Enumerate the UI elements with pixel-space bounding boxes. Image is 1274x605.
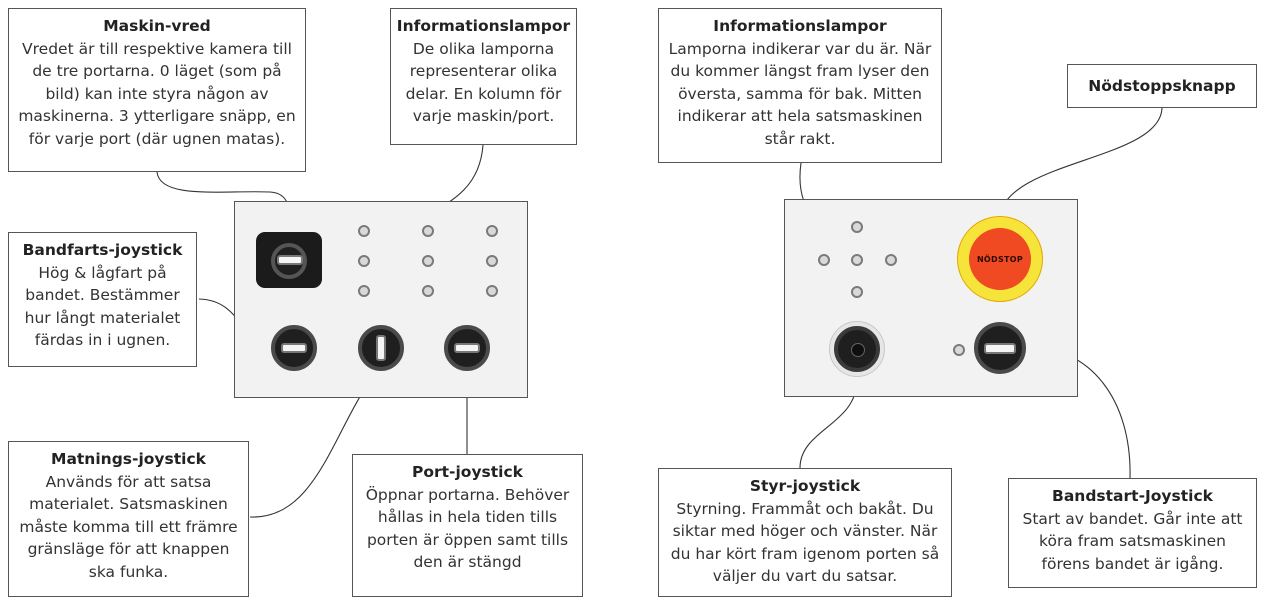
callout-title: Styr-joystick <box>749 477 861 495</box>
callout-title: Bandfarts-joystick <box>22 241 183 259</box>
indicator-lamp <box>358 285 370 297</box>
callout-body: Vredet är till respektive kamera till de… <box>18 39 296 148</box>
callout-body: Styrning. Frammåt och bakåt. Du siktar m… <box>670 499 940 586</box>
belt-start-joystick-slot <box>984 343 1016 354</box>
callout-body: Öppnar portarna. Behöver hållas in hela … <box>365 485 570 572</box>
callout-title: Informationslampor <box>713 17 887 35</box>
emergency-stop-button[interactable]: NÖDSTOP <box>969 228 1031 290</box>
callout-info-left: Informationslampor De olika lamporna rep… <box>390 8 577 145</box>
callout-title: Informationslampor <box>396 17 571 35</box>
indicator-lamp <box>422 285 434 297</box>
callout-matnings: Matnings-joystick Används för att satsa … <box>8 441 249 597</box>
callout-body: Start av bandet. Går inte att köra fram … <box>1022 509 1243 573</box>
callout-body: Lamporna indikerar var du är. När du kom… <box>668 39 932 148</box>
belt-speed-joystick-slot <box>281 343 307 353</box>
callout-nodstopp: Nödstoppsknapp <box>1067 64 1257 108</box>
callout-title: Bandstart-Joystick <box>1052 487 1213 505</box>
indicator-lamp <box>358 225 370 237</box>
emergency-stop-label: NÖDSTOP <box>976 254 1024 264</box>
callout-title: Matnings-joystick <box>51 450 206 468</box>
callout-maskin-vred: Maskin-vred Vredet är till respektive ka… <box>8 8 306 172</box>
callout-title: Nödstoppsknapp <box>1088 77 1236 95</box>
indicator-lamp <box>422 255 434 267</box>
machine-selector-slot <box>277 255 303 265</box>
steering-joystick-center <box>851 343 865 357</box>
belt-speed-joystick[interactable] <box>271 325 317 371</box>
belt-start-lamp <box>953 344 965 356</box>
position-lamp-top <box>851 221 863 233</box>
position-lamp-right <box>885 254 897 266</box>
callout-body: Används för att satsa materialet. Satsma… <box>19 472 238 581</box>
callout-bandfarts: Bandfarts-joystick Hög & lågfart på band… <box>8 232 197 367</box>
feed-joystick-slot <box>376 335 386 361</box>
callout-body: De olika lamporna representerar olika de… <box>405 39 562 126</box>
callout-info-right: Informationslampor Lamporna indikerar va… <box>658 8 942 163</box>
callout-title: Maskin-vred <box>103 17 211 35</box>
indicator-lamp <box>358 255 370 267</box>
indicator-lamp <box>486 225 498 237</box>
callout-bandstart: Bandstart-Joystick Start av bandet. Går … <box>1008 478 1257 588</box>
callout-title: Port-joystick <box>411 463 523 481</box>
right-control-panel <box>784 199 1078 397</box>
indicator-lamp <box>422 225 434 237</box>
callout-port: Port-joystick Öppnar portarna. Behöver h… <box>352 454 583 597</box>
callout-styr: Styr-joystick Styrning. Frammåt och bakå… <box>658 468 952 597</box>
callout-body: Hög & lågfart på bandet. Bestämmer hur l… <box>24 263 181 350</box>
indicator-lamp <box>486 255 498 267</box>
port-joystick-slot <box>454 343 480 353</box>
position-lamp-center <box>851 254 863 266</box>
position-lamp-bottom <box>851 286 863 298</box>
position-lamp-left <box>818 254 830 266</box>
indicator-lamp <box>486 285 498 297</box>
